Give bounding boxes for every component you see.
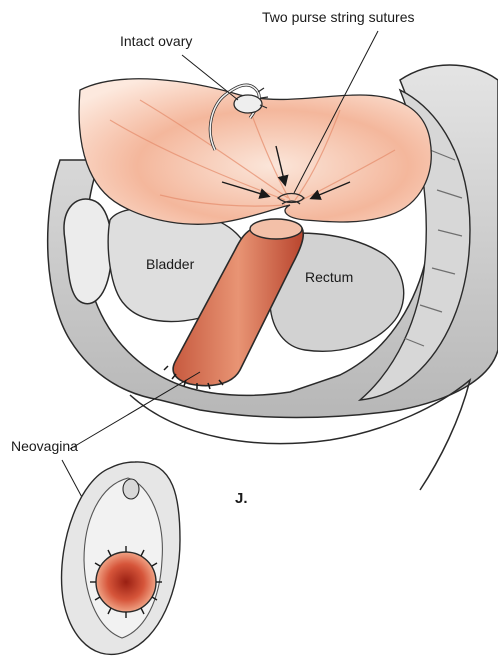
label-rectum: Rectum [305, 269, 353, 285]
pubic-bone [64, 199, 112, 304]
inset-clitoris [123, 479, 139, 499]
label-bladder: Bladder [146, 256, 194, 272]
ovary-shape [234, 95, 262, 113]
neovagina-apex [250, 219, 302, 239]
panel-label: J. [235, 490, 248, 507]
label-purse-string-sutures: Two purse string sutures [262, 9, 415, 25]
label-intact-ovary: Intact ovary [120, 33, 192, 49]
label-neovagina: Neovagina [11, 438, 78, 454]
inset-neovagina-opening [96, 552, 156, 612]
